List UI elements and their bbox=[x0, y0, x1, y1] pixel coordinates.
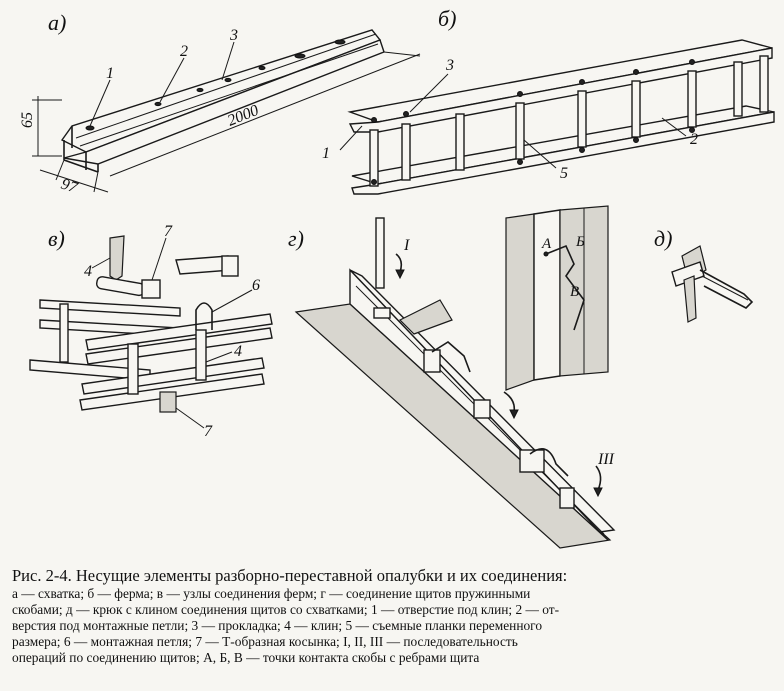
panel-g-detail: А Б В bbox=[505, 205, 609, 391]
panel-v-joints: в) 4 7 6 4 7 bbox=[29, 223, 273, 440]
panel-d-hook: д) bbox=[654, 226, 754, 323]
callout-a-3: 3 bbox=[229, 27, 238, 44]
callout-v-7b: 7 bbox=[204, 423, 213, 440]
point-B: Б bbox=[575, 234, 585, 250]
panel-g-label: г) bbox=[288, 226, 304, 251]
caption-title: Рис. 2-4. Несущие элементы разборно-пере… bbox=[12, 566, 568, 585]
caption-line: а — схватка; б — ферма; в — узлы соедине… bbox=[12, 586, 531, 601]
callout-b-3: 3 bbox=[445, 57, 454, 74]
caption-line: операций по соединению щитов; А, Б, В — … bbox=[12, 650, 480, 665]
callout-b-2: 2 bbox=[690, 131, 698, 148]
point-A: А bbox=[541, 236, 552, 252]
caption-line: скобами; д — крюк с клином соединения щи… bbox=[12, 602, 560, 617]
dim-width: 97 bbox=[59, 176, 80, 197]
panel-a-label: а) bbox=[48, 10, 66, 35]
figure-caption: Рис. 2-4. Несущие элементы разборно-пере… bbox=[12, 566, 776, 666]
callout-b-1: 1 bbox=[322, 145, 330, 162]
callout-v-6: 6 bbox=[252, 277, 260, 294]
technical-figure: а) 65 97 2000 1 2 bbox=[19, 6, 775, 549]
caption-line: размера; 6 — монтажная петля; 7 — Т-обра… bbox=[12, 634, 518, 649]
callout-a-2: 2 bbox=[180, 43, 188, 60]
callout-v-7a: 7 bbox=[164, 223, 173, 240]
caption-line: верстия под монтажные петли; 3 — проклад… bbox=[12, 618, 543, 633]
panel-b-truss: б) bbox=[322, 6, 775, 195]
panel-v-label: в) bbox=[48, 226, 65, 251]
callout-b-5: 5 bbox=[560, 165, 568, 182]
panel-d-label: д) bbox=[654, 226, 672, 251]
callout-v-4b: 4 bbox=[234, 343, 242, 360]
panel-b-label: б) bbox=[438, 6, 456, 31]
step-III: III bbox=[597, 451, 615, 468]
callout-v-4a: 4 bbox=[84, 263, 92, 280]
panel-a-beam: а) 65 97 2000 1 2 bbox=[19, 10, 421, 197]
step-I: I bbox=[403, 237, 410, 254]
point-V: В bbox=[570, 284, 579, 300]
callout-a-1: 1 bbox=[106, 65, 114, 82]
dim-height: 65 bbox=[19, 112, 36, 128]
